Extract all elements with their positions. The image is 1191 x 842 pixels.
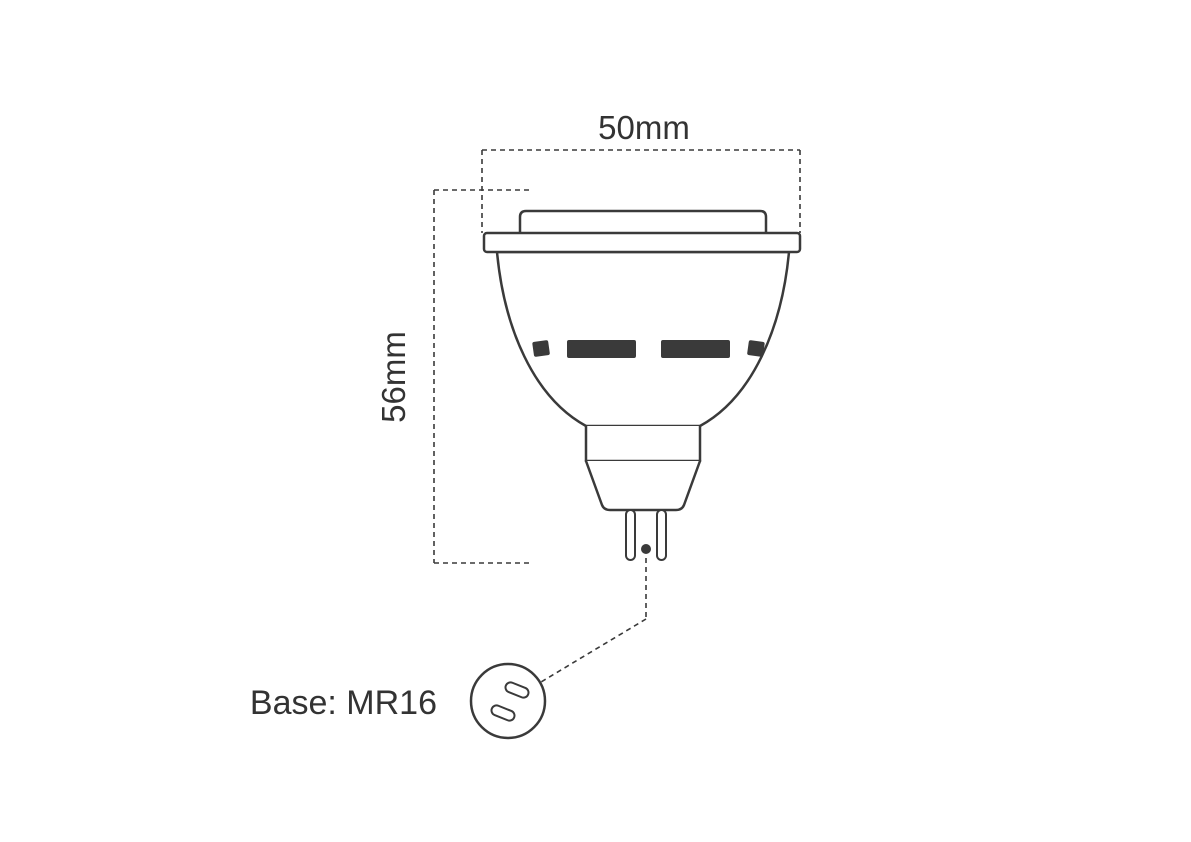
pin-center-dot — [641, 544, 651, 554]
leader-line-diagonal — [540, 618, 647, 683]
vent-slot-2 — [567, 340, 636, 358]
vent-slot-3 — [661, 340, 730, 358]
base-detail-group: Base: MR16 — [250, 662, 547, 740]
pin-left — [625, 509, 636, 561]
pin-right — [656, 509, 667, 561]
bulb-lens — [518, 209, 768, 235]
vent-slot-4 — [747, 340, 765, 357]
base-pin-hole-bottom — [490, 704, 516, 722]
width-dimension-label: 50mm — [598, 109, 690, 146]
base-pin-hole-top — [504, 681, 530, 699]
bulb-drawing-group — [482, 209, 802, 561]
bulb-body — [495, 250, 791, 428]
vent-slot-1 — [532, 340, 550, 357]
base-detail-circle — [469, 662, 547, 740]
base-leader-group — [540, 558, 647, 683]
bulb-rim — [482, 231, 802, 254]
height-dimension-label: 56mm — [375, 331, 412, 423]
bulb-neck — [584, 424, 702, 463]
height-dimension-group: 56mm — [375, 189, 531, 564]
base-label: Base: MR16 — [250, 684, 437, 722]
width-dimension-group: 50mm — [481, 109, 801, 233]
bulb-base — [584, 459, 702, 512]
